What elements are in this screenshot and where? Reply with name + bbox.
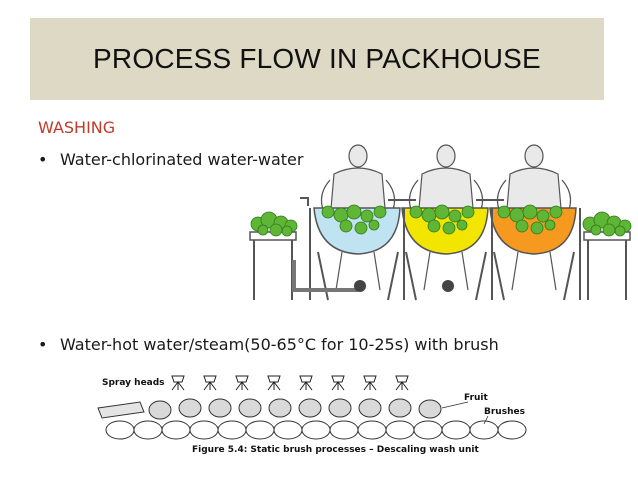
spray-head-icon [267,375,281,391]
bullet-text: Water-chlorinated water-water [60,150,304,169]
fruit-row [148,398,442,420]
bullet-marker: • [38,150,48,169]
worker-figure-2 [408,144,484,291]
spray-heads-label: Spray heads [102,378,165,388]
brush-wash-figure: Spray heads Fruit Brushes [97,375,527,455]
spray-head-icon [235,375,249,391]
brushes-label: Brushes [484,407,525,417]
bullet-marker: • [38,335,48,354]
brush-rollers [105,420,527,440]
spray-head-icon [395,375,409,391]
figure-caption: Figure 5.4: Static brush processes – Des… [192,445,479,455]
fruit-label: Fruit [464,393,489,403]
washing-line-illustration [249,144,632,301]
wash-tank-3 [489,204,577,255]
produce-tray-left [249,211,298,300]
brush-pointer [483,415,489,425]
spray-heads [171,375,409,391]
fruit-pointer [441,401,469,409]
section-heading: WASHING [38,118,116,137]
spray-head-icon [203,375,217,391]
bullet-text: Water-hot water/steam(50-65°C for 10-25s… [60,335,499,354]
spray-head-icon [363,375,377,391]
tank-frame [292,197,581,301]
bullet-item-2: • Water-hot water/steam(50-65°C for 10-25… [38,335,499,354]
title-banner: PROCESS FLOW IN PACKHOUSE [30,18,604,100]
wash-tank-2 [401,204,489,255]
pump-icon [354,280,454,292]
wash-tank-1 [313,204,401,255]
produce-tray-right [582,211,632,300]
spray-head-icon [299,375,313,391]
spray-head-icon [331,375,345,391]
slide-title: PROCESS FLOW IN PACKHOUSE [93,43,541,74]
spray-head-icon [171,375,185,391]
worker-figure-3 [496,144,572,291]
bullet-item-1: • Water-chlorinated water-water [38,150,303,169]
inlet-chute [97,401,145,419]
